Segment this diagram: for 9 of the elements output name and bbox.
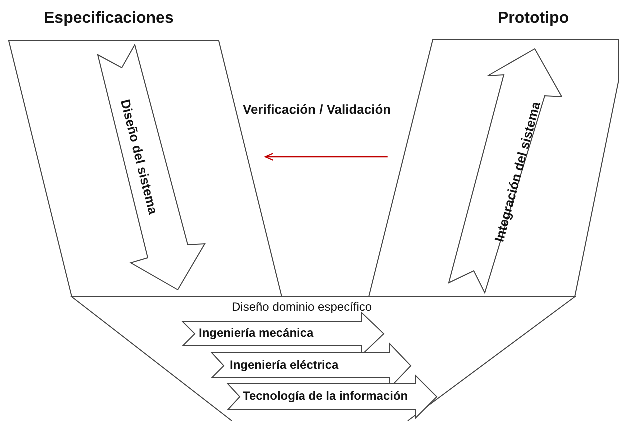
heading: Prototipo	[498, 10, 570, 28]
arrow-label: Ingeniería mecánica	[199, 327, 314, 340]
section-title: Diseño dominio específico	[232, 301, 372, 314]
arrow-label: Tecnología de la información	[243, 390, 408, 404]
heading: Especificaciones	[44, 10, 174, 28]
arrow-label: Diseño del sistema	[118, 98, 160, 216]
arrow	[264, 152, 388, 162]
arrow-label: Ingeniería eléctrica	[230, 359, 339, 372]
edge-label: Verificación / Validación	[243, 103, 392, 118]
